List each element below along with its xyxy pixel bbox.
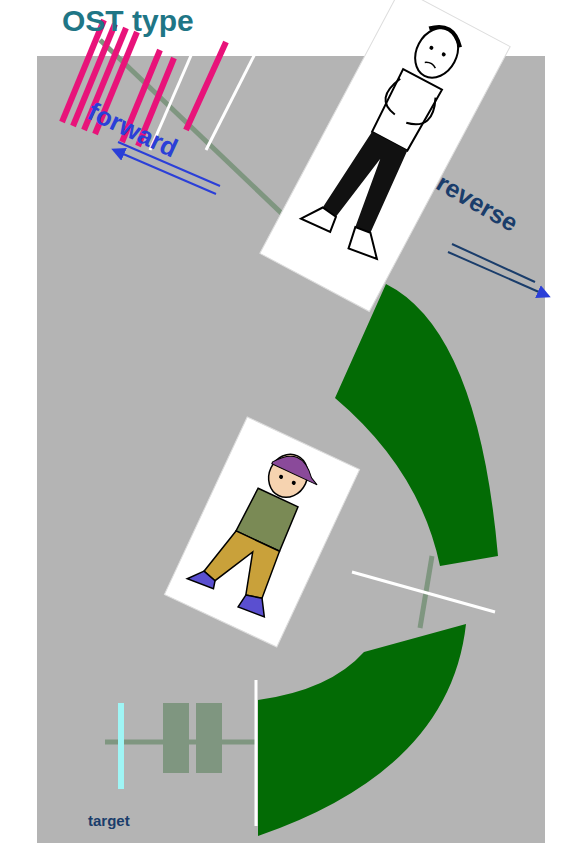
target-foil — [118, 703, 124, 789]
target-label: target — [88, 812, 130, 829]
dipole-magnet — [258, 624, 466, 836]
quadrupole — [163, 703, 189, 773]
title: OST type — [62, 4, 194, 38]
background-panel — [37, 56, 545, 843]
cartoon-boy — [164, 417, 359, 647]
cartoon-man — [260, 0, 510, 312]
reverse-arrow — [448, 244, 548, 296]
quadrupole — [196, 703, 222, 773]
intermediate-plane — [352, 572, 495, 612]
dipole-magnet — [335, 284, 498, 566]
entrance-plane — [255, 680, 258, 826]
